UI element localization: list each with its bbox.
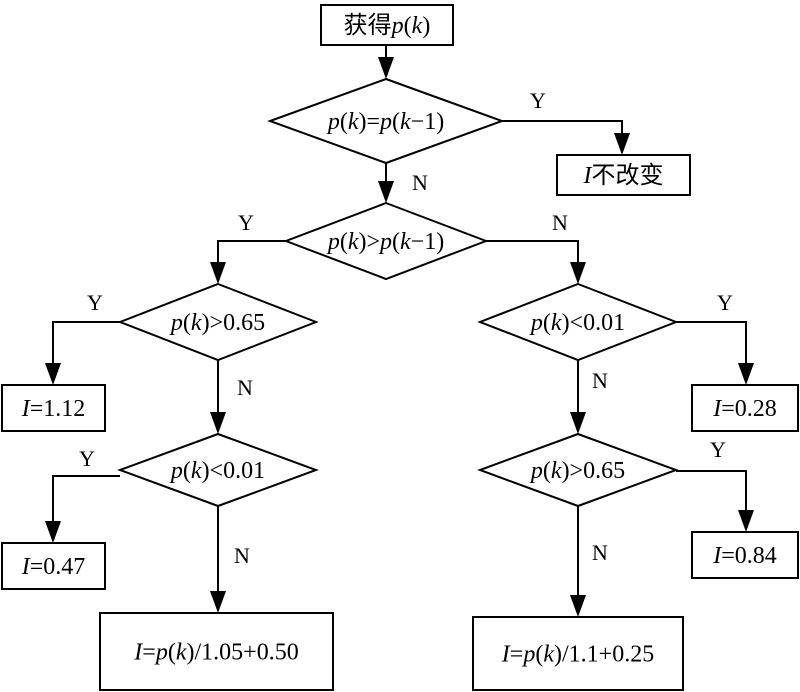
arrowhead-icon (210, 591, 226, 613)
process-box (320, 4, 454, 46)
process-box (691, 531, 799, 579)
process-box (1, 542, 106, 590)
edge-d-equal-to-d-greater-prev (378, 163, 394, 203)
decision-node-d-greater-prev: p(k)>p(k−1) (283, 201, 489, 281)
arrowhead-icon (210, 412, 226, 434)
process-node-r-084: I=0.84 (691, 531, 799, 579)
connector-line (217, 240, 286, 264)
decision-diamond (283, 201, 489, 281)
d-right-lt001-text: p(k)<0.01 (529, 310, 625, 336)
edge-label-no: N (237, 375, 253, 400)
process-node-start: 获得p(k) (320, 4, 454, 46)
process-box (99, 612, 334, 691)
edge-d-left-lt001-to-r-047 (45, 475, 120, 543)
process-node-r-047: I=0.47 (1, 542, 106, 590)
connector-line (502, 120, 623, 135)
decision-diamond (477, 282, 679, 362)
decision-diamond (477, 432, 679, 508)
arrowhead-icon (570, 595, 586, 617)
edge-label-yes: Y (87, 290, 103, 315)
decision-node-d-equal: p(k)=p(k−1) (267, 77, 505, 165)
edge-label-no: N (592, 368, 608, 393)
d-greater-prev-text: p(k)>p(k−1) (326, 229, 444, 255)
r-028-text: I=0.28 (712, 396, 777, 422)
decision-diamond (117, 282, 319, 362)
process-node-r-112: I=1.12 (1, 384, 106, 432)
d-left-lt001-text: p(k)<0.01 (169, 458, 265, 484)
decision-node-d-right-gt065: p(k)>0.65 (477, 432, 679, 508)
edge-label-yes: Y (238, 210, 254, 235)
arrowhead-icon (570, 412, 586, 434)
process-node-r-unchanged: I不改变 (556, 154, 691, 196)
connector-line (676, 321, 747, 365)
edge-d-right-lt001-to-d-right-gt065 (570, 360, 586, 434)
r-formula-left-text: I=p(k)/1.05+0.50 (133, 640, 298, 666)
edge-d-greater-prev-to-d-left-gt065 (210, 240, 286, 284)
connector-line (676, 470, 747, 512)
decision-diamond (267, 77, 505, 165)
connector-line (52, 475, 120, 523)
edge-label-yes: Y (79, 446, 95, 471)
edge-label-no: N (234, 543, 250, 568)
edge-label-yes: Y (530, 88, 546, 113)
arrowhead-icon (210, 262, 226, 284)
d-equal-text: p(k)=p(k−1) (326, 109, 444, 135)
arrowhead-icon (45, 521, 61, 543)
edge-d-right-gt065-to-r-formula-right (570, 506, 586, 617)
edge-d-right-lt001-to-r-028 (676, 321, 754, 385)
connector-line (486, 240, 579, 264)
r-unchanged-text: I不改变 (583, 162, 664, 189)
r-formula-right-text: I=p(k)/1.1+0.25 (501, 642, 654, 668)
process-box (1, 384, 106, 432)
edge-label-no: N (412, 170, 428, 195)
start-text: 获得p(k) (344, 12, 431, 39)
r-047-text: I=0.47 (21, 554, 86, 580)
edge-label-no: N (592, 540, 608, 565)
edge-d-greater-prev-to-d-right-lt001 (486, 240, 586, 284)
decision-node-d-left-gt065: p(k)>0.65 (117, 282, 319, 362)
edge-start-to-d-equal (378, 45, 394, 79)
arrowhead-icon (378, 57, 394, 79)
d-left-gt065-text: p(k)>0.65 (169, 310, 265, 336)
arrowhead-icon (570, 262, 586, 284)
connector-line (52, 321, 120, 365)
process-box (556, 154, 691, 196)
edge-d-left-gt065-to-r-112 (45, 321, 120, 385)
arrowhead-icon (614, 133, 630, 155)
process-node-r-028: I=0.28 (691, 384, 799, 432)
arrowhead-icon (738, 510, 754, 532)
decision-node-d-right-lt001: p(k)<0.01 (477, 282, 679, 362)
edge-d-left-gt065-to-d-left-lt001 (210, 360, 226, 434)
decision-node-d-left-lt001: p(k)<0.01 (117, 432, 319, 508)
process-box (472, 616, 684, 691)
decision-diamond (117, 432, 319, 508)
arrowhead-icon (378, 181, 394, 203)
r-084-text: I=0.84 (712, 543, 777, 569)
edge-d-left-lt001-to-r-formula-left (210, 506, 226, 613)
process-node-r-formula-right: I=p(k)/1.1+0.25 (472, 616, 684, 691)
edge-label-no: N (552, 210, 568, 235)
edge-label-yes: Y (710, 437, 726, 462)
edge-d-right-gt065-to-r-084 (676, 470, 754, 532)
arrowhead-icon (738, 363, 754, 385)
process-node-r-formula-left: I=p(k)/1.05+0.50 (99, 612, 334, 691)
r-112-text: I=1.12 (21, 396, 86, 422)
d-right-gt065-text: p(k)>0.65 (529, 458, 625, 484)
edge-label-yes: Y (717, 290, 733, 315)
arrowhead-icon (45, 363, 61, 385)
process-box (691, 384, 799, 432)
edge-d-equal-to-r-unchanged (502, 120, 630, 155)
